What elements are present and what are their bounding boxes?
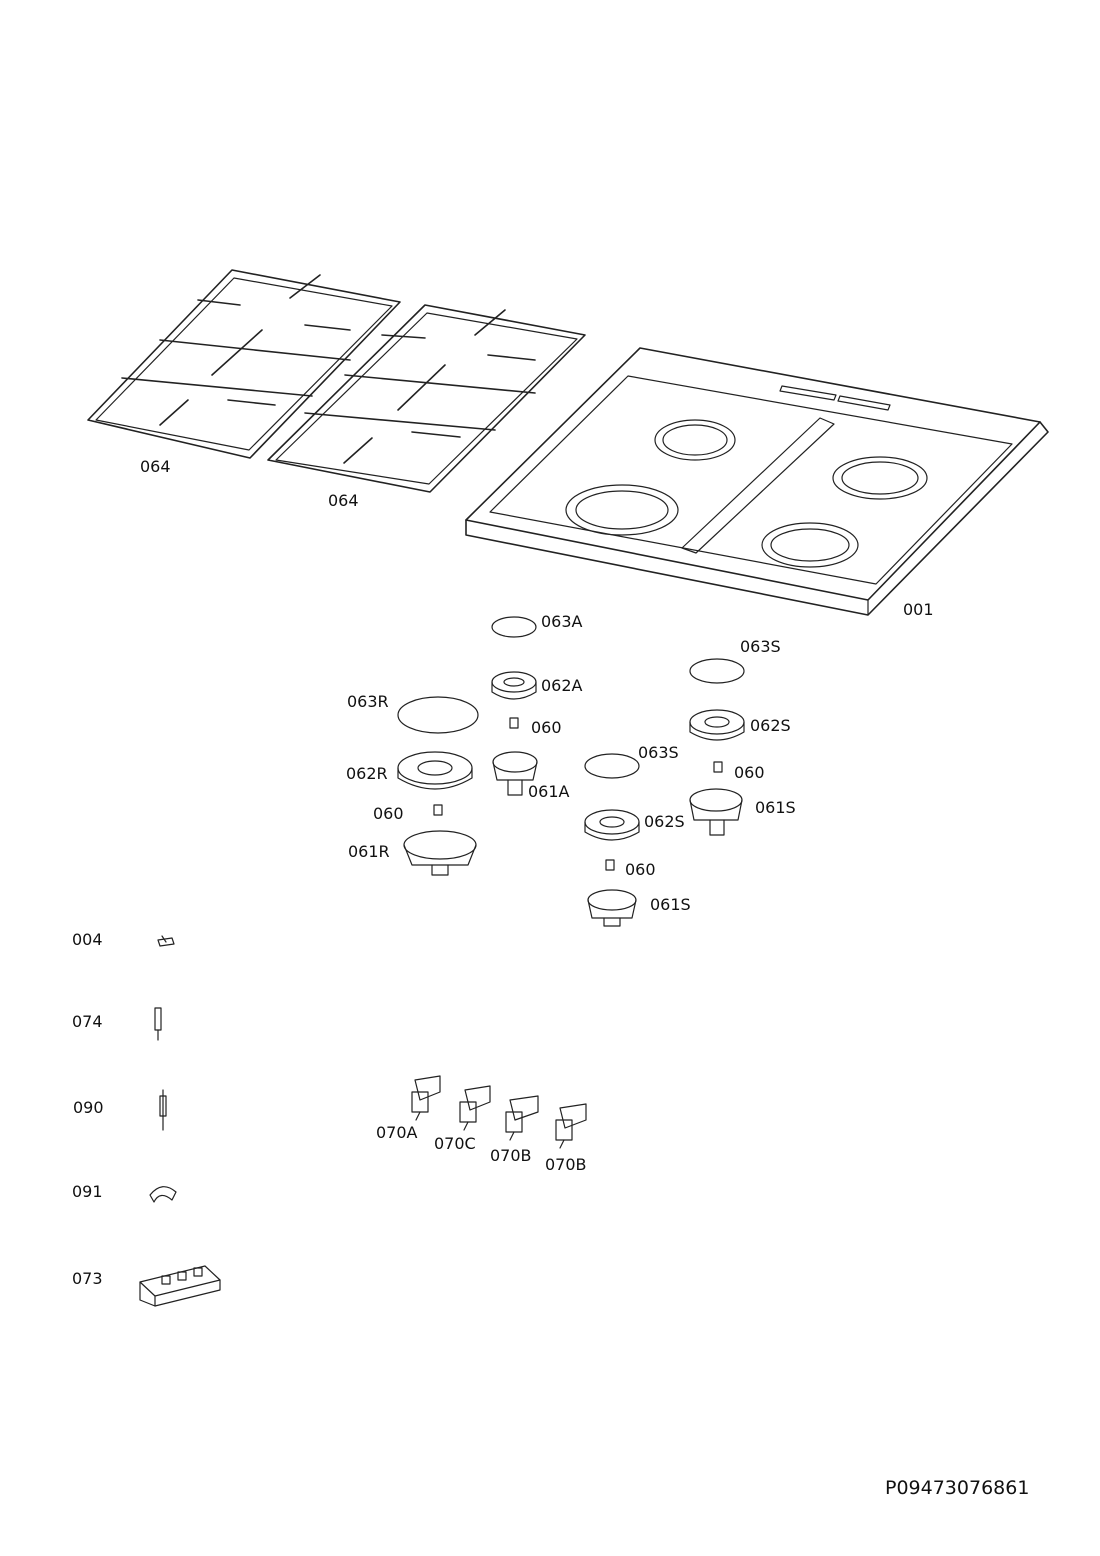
label-090: 090 [73,1098,104,1117]
burner-cap-063S-top[interactable] [689,658,745,684]
spring-clip-091[interactable] [149,1186,177,1203]
document-id: P09473076861 [885,1477,1029,1499]
burner-body-061S-bottom[interactable] [587,889,637,927]
label-064-right: 064 [328,491,359,510]
burner-crown-062A[interactable] [491,671,537,700]
label-061R: 061R [348,842,390,861]
label-062R: 062R [346,764,388,783]
label-001: 001 [903,600,934,619]
thermocouple-074[interactable] [154,1007,162,1041]
injector-060-b[interactable] [713,761,723,773]
pan-support-right[interactable] [267,304,586,493]
label-060-a: 060 [531,718,562,737]
gas-tap-070A[interactable] [411,1075,441,1121]
label-063R: 063R [347,692,389,711]
label-064-left: 064 [140,457,171,476]
burner-body-061A[interactable] [492,751,538,796]
label-004: 004 [72,930,103,949]
ignition-electrode-090[interactable] [159,1089,167,1131]
burner-crown-062R[interactable] [397,751,473,790]
gas-tap-070C[interactable] [459,1085,491,1131]
burner-cap-063A[interactable] [491,616,537,638]
pan-support-left[interactable] [87,269,401,459]
burner-cap-063S-mid[interactable] [584,753,640,779]
burner-body-061S-right[interactable] [689,788,743,836]
label-070B-2: 070B [545,1155,587,1174]
label-070B-1: 070B [490,1146,532,1165]
label-062S-top: 062S [750,716,791,735]
label-070C: 070C [434,1134,476,1153]
label-062S-mid: 062S [644,812,685,831]
label-074: 074 [72,1012,103,1031]
clip-004[interactable] [157,935,175,947]
injector-060-c[interactable] [433,804,443,816]
label-063A: 063A [541,612,583,631]
label-061A: 061A [528,782,570,801]
label-063S-top: 063S [740,637,781,656]
burner-crown-062S-top[interactable] [689,709,745,741]
injector-060-a[interactable] [509,717,519,729]
hob-top[interactable] [465,347,1049,616]
label-060-c: 060 [373,804,404,823]
label-060-d: 060 [625,860,656,879]
burner-crown-062S-mid[interactable] [584,809,640,841]
label-062A: 062A [541,676,583,695]
injector-060-d[interactable] [605,859,615,871]
label-070A: 070A [376,1123,418,1142]
label-061S-right: 061S [755,798,796,817]
label-063S-mid: 063S [638,743,679,762]
label-091: 091 [72,1182,103,1201]
label-073: 073 [72,1269,103,1288]
burner-cap-063R[interactable] [397,696,479,734]
burner-body-061R[interactable] [403,830,477,876]
label-060-b: 060 [734,763,765,782]
gas-tap-070B-2[interactable] [555,1103,587,1149]
gas-tap-070B-1[interactable] [505,1095,539,1141]
ignition-switch-block-073[interactable] [139,1265,221,1307]
label-061S-bottom: 061S [650,895,691,914]
